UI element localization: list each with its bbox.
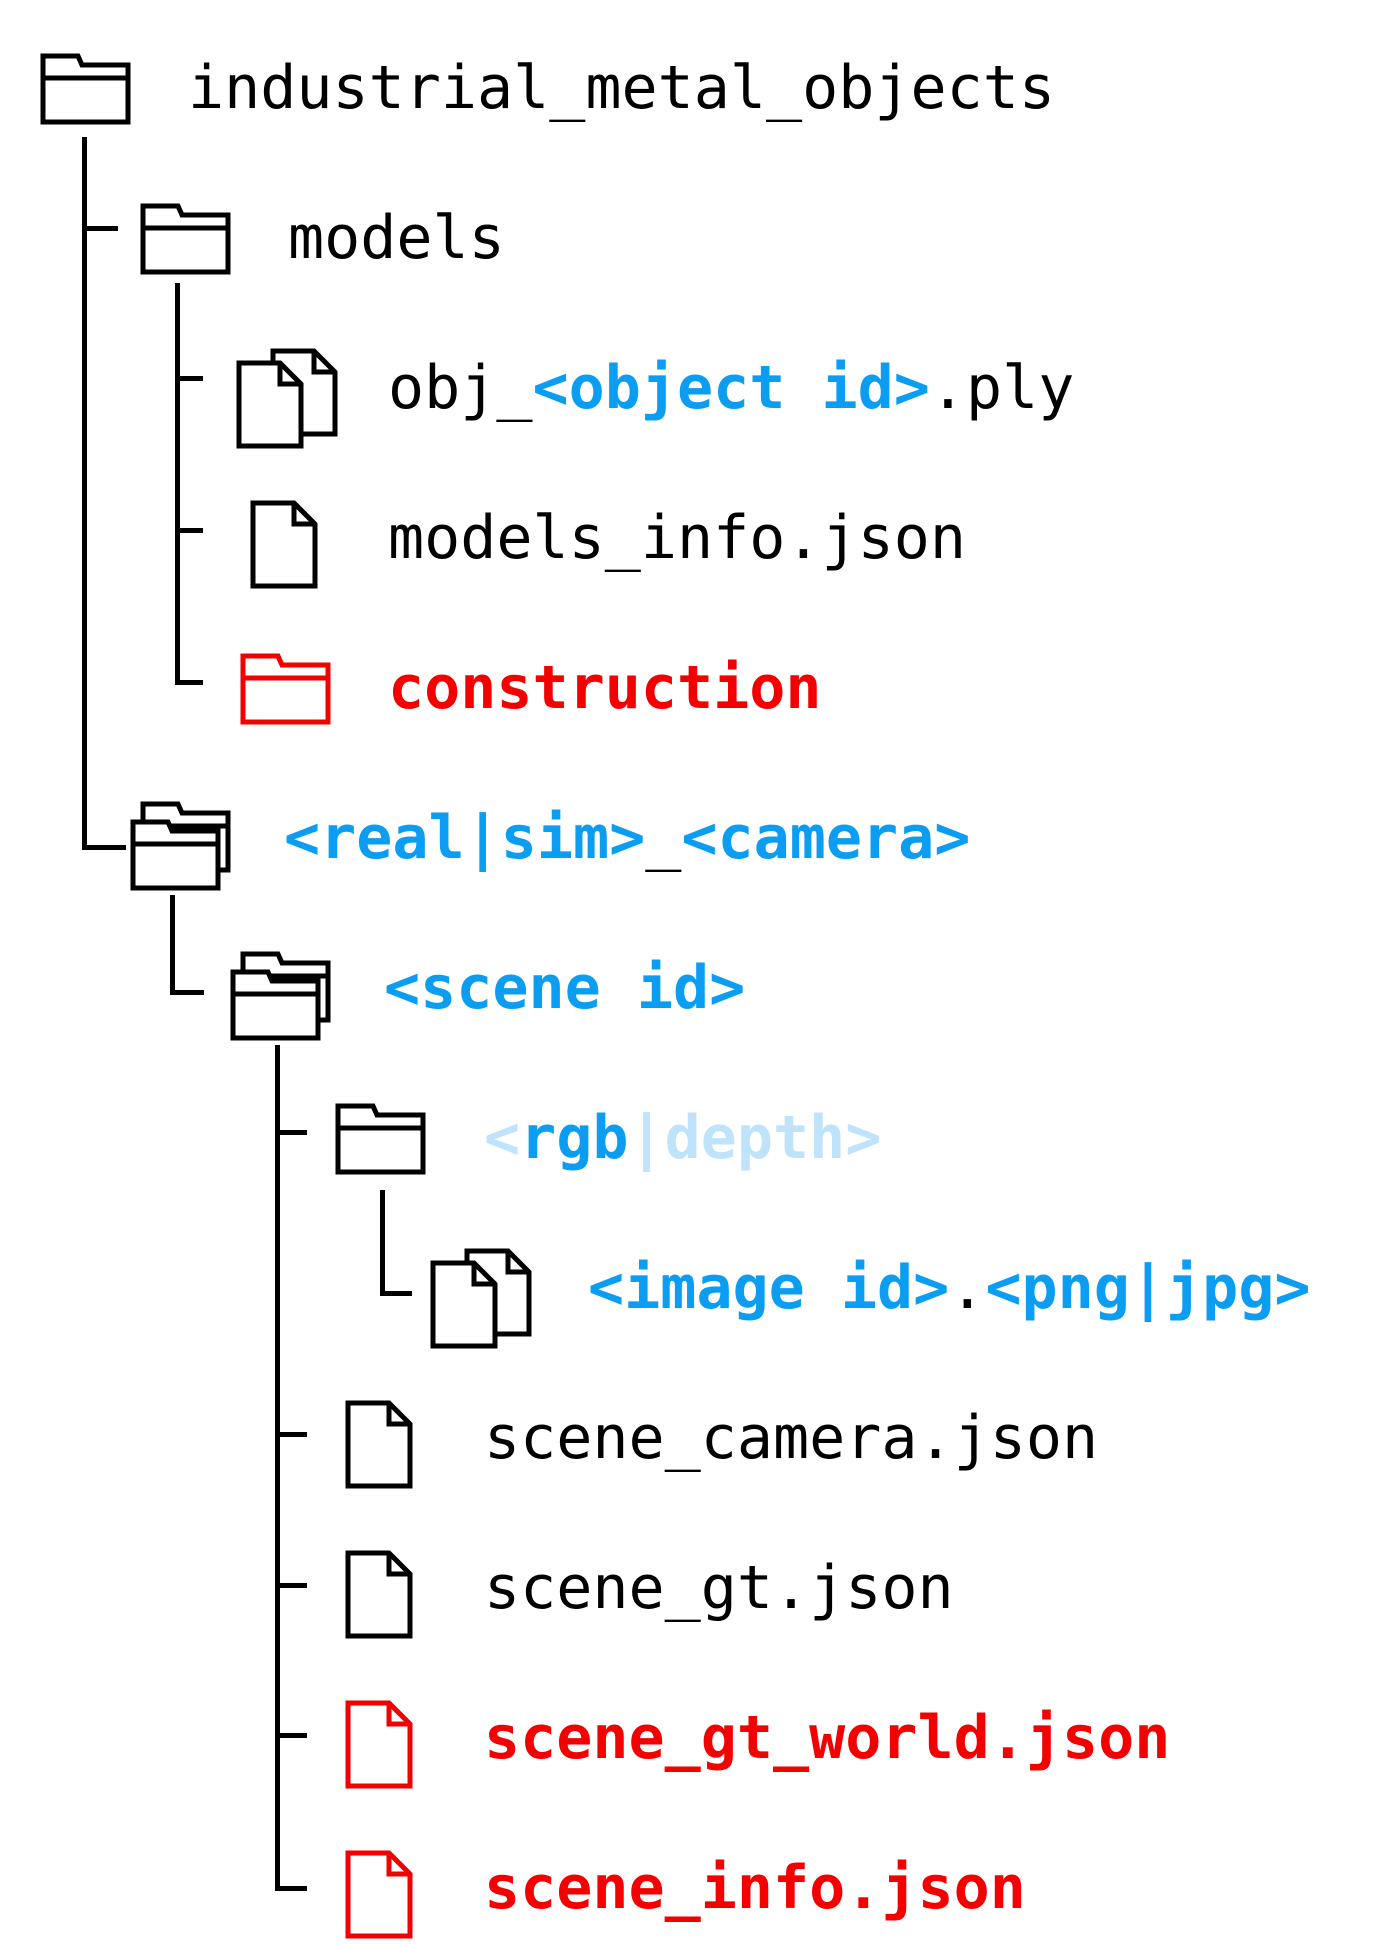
multi-folder-icon-shape xyxy=(130,801,231,891)
file-icon-shape xyxy=(345,1700,413,1789)
tree-line-branch-scene-id xyxy=(170,990,204,995)
label-segment: rgb xyxy=(520,1103,629,1173)
tree-node-models-info: models_info.json xyxy=(0,498,1380,589)
tree-line-branch-scene-camera xyxy=(275,1432,307,1437)
node-label-scene-id: <scene id> xyxy=(384,948,745,1028)
folder-icon-shape xyxy=(335,1103,426,1175)
label-segment: obj_ xyxy=(388,353,533,423)
tree-line-branch-obj-ply xyxy=(175,376,203,381)
node-label-scene-camera: scene_camera.json xyxy=(484,1398,1098,1478)
file-icon xyxy=(345,1398,417,1494)
file-icon xyxy=(345,1848,417,1944)
tree-node-scene-info: scene_info.json xyxy=(0,1848,1380,1939)
tree-line-branch-models xyxy=(82,226,118,231)
tree-line-scene-trunk xyxy=(275,1045,280,1891)
label-segment: industrial_metal_objects xyxy=(188,53,1055,123)
tree-node-root: industrial_metal_objects xyxy=(0,48,1380,128)
label-segment: scene_info.json xyxy=(484,1853,1026,1923)
multi-folder-icon xyxy=(130,798,234,902)
node-label-image-id: <image id>.<png|jpg> xyxy=(588,1248,1310,1328)
folder-icon xyxy=(140,198,234,282)
multi-file-icon xyxy=(430,1248,538,1356)
tree-node-scene-camera: scene_camera.json xyxy=(0,1398,1380,1489)
node-label-models: models xyxy=(288,198,505,278)
multi-file-icon-shape xyxy=(430,1248,532,1349)
label-segment: models xyxy=(288,203,505,273)
tree-line-branch-models-info xyxy=(175,528,203,533)
tree-line-models-trunk xyxy=(175,283,180,685)
multi-file-icon-shape xyxy=(236,348,338,449)
tree-line-root-trunk xyxy=(82,137,87,850)
label-segment: <camera> xyxy=(681,803,971,873)
tree-line-branch-construction xyxy=(175,680,203,685)
folder-icon xyxy=(240,648,334,732)
tree-line-branch-rgb-depth xyxy=(275,1130,307,1135)
tree-node-scene-gt-world: scene_gt_world.json xyxy=(0,1698,1380,1789)
label-segment: <png|jpg> xyxy=(985,1253,1311,1323)
node-label-obj-ply: obj_<object id>.ply xyxy=(388,348,1074,428)
folder-icon xyxy=(335,1098,429,1182)
label-segment: _ xyxy=(645,803,682,873)
tree-node-real-sim-camera: <real|sim>_<camera> xyxy=(0,798,1380,891)
label-segment: construction xyxy=(388,653,822,723)
folder-icon-shape xyxy=(240,653,331,725)
tree-line-branch-image-id xyxy=(380,1291,412,1296)
label-segment: <real|sim> xyxy=(284,803,646,873)
tree-line-branch-scene-gt xyxy=(275,1583,307,1588)
label-segment: . xyxy=(949,1253,986,1323)
tree-node-rgb-depth: <rgb|depth> xyxy=(0,1098,1380,1178)
folder-icon-shape xyxy=(40,53,131,125)
label-segment: models_info.json xyxy=(388,503,966,573)
file-icon xyxy=(345,1548,417,1644)
tree-node-models: models xyxy=(0,198,1380,278)
tree-line-rgb-depth-trunk xyxy=(380,1190,385,1296)
file-icon xyxy=(250,498,322,594)
file-icon-shape xyxy=(250,500,318,589)
node-label-construction: construction xyxy=(388,648,821,728)
label-segment: scene_gt_world.json xyxy=(484,1703,1171,1773)
tree-line-branch-scene-gt-world xyxy=(275,1733,307,1738)
node-label-real-sim-camera: <real|sim>_<camera> xyxy=(284,798,970,878)
label-segment: scene_gt.json xyxy=(484,1553,954,1623)
tree-line-real-sim-trunk xyxy=(170,895,175,995)
label-segment: <object id> xyxy=(532,353,930,423)
label-segment: < xyxy=(484,1103,521,1173)
node-label-scene-gt: scene_gt.json xyxy=(484,1548,954,1628)
tree-node-construction: construction xyxy=(0,648,1380,728)
node-label-rgb-depth: <rgb|depth> xyxy=(484,1098,881,1178)
label-segment: scene_camera.json xyxy=(484,1403,1099,1473)
label-segment: |depth> xyxy=(628,1103,882,1173)
file-icon-shape xyxy=(345,1400,413,1489)
folder-icon xyxy=(40,48,134,132)
multi-file-icon xyxy=(236,348,344,456)
file-icon-shape xyxy=(345,1850,413,1939)
tree-node-image-id: <image id>.<png|jpg> xyxy=(0,1248,1380,1349)
node-label-root: industrial_metal_objects xyxy=(188,48,1055,128)
file-icon-shape xyxy=(345,1550,413,1639)
node-label-scene-info: scene_info.json xyxy=(484,1848,1026,1928)
label-segment: <scene id> xyxy=(384,953,746,1023)
tree-node-scene-gt: scene_gt.json xyxy=(0,1548,1380,1639)
tree-line-branch-real-sim-camera xyxy=(82,845,126,850)
node-label-models-info: models_info.json xyxy=(388,498,966,578)
multi-folder-icon xyxy=(230,948,334,1052)
node-label-scene-gt-world: scene_gt_world.json xyxy=(484,1698,1170,1778)
file-icon xyxy=(345,1698,417,1794)
label-segment: .ply xyxy=(929,353,1075,423)
folder-icon-shape xyxy=(140,203,231,275)
tree-node-scene-id: <scene id> xyxy=(0,948,1380,1041)
tree-line-branch-scene-info xyxy=(275,1886,307,1891)
tree-node-obj-ply: obj_<object id>.ply xyxy=(0,348,1380,449)
multi-folder-icon-shape xyxy=(230,951,331,1041)
label-segment: <image id> xyxy=(588,1253,950,1323)
